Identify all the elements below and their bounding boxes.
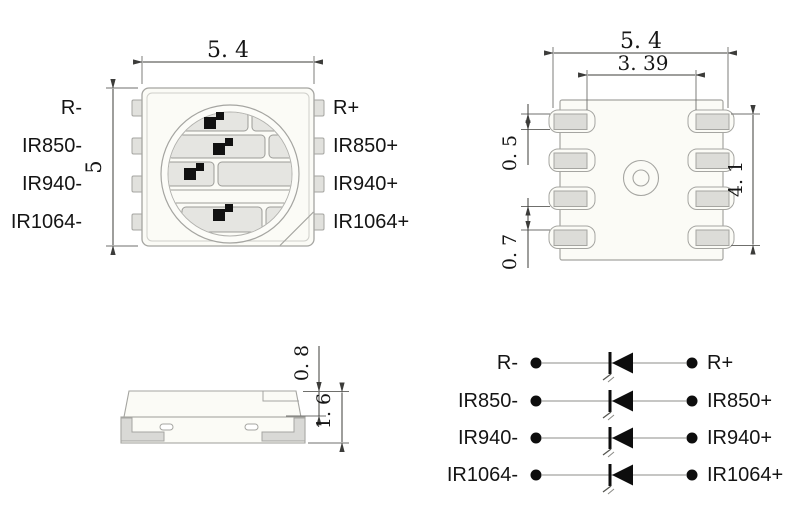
schematic-row-3: IR940- IR940+ (458, 427, 772, 458)
die-bondpad-1 (216, 112, 224, 120)
side-view-foot-left (120, 417, 165, 442)
side-view: 0. 8 1. 6 (120, 345, 349, 452)
side-view-slot-1 (159, 423, 174, 431)
top-view-pin-labels: R- IR850- IR940- IR1064- R+ IR850+ IR940… (11, 97, 409, 233)
terminal-dot (530, 432, 542, 444)
center-mark-inner (632, 169, 650, 187)
total-height-label: 1. 6 (313, 393, 335, 429)
top-view-height-label: 5 (82, 160, 106, 173)
pin-label-r-pos: R+ (333, 97, 359, 119)
pad-left-3 (553, 190, 588, 207)
top-view: 5. 4 5 (11, 38, 409, 255)
pin-label-ir850-neg: IR850- (22, 135, 82, 157)
solder-pads (548, 109, 735, 249)
die-chip-4 (213, 209, 225, 221)
terminal-dot (530, 469, 542, 481)
diode-symbol-2 (602, 390, 633, 421)
terminal-dot (686, 395, 698, 407)
die-bondpad-4 (225, 204, 233, 212)
terminal-dot (530, 395, 542, 407)
diode-symbol-3 (602, 427, 633, 458)
pin-label-ir940-neg: IR940- (22, 173, 82, 195)
pad-right-2 (695, 152, 730, 169)
top-view-width-label: 5. 4 (207, 38, 249, 63)
schematic-label-ir940-pos: IR940+ (707, 427, 772, 449)
die-chip-1 (204, 117, 216, 129)
pad-view-pad-gap-dimension: 0. 7 (499, 198, 550, 270)
center-mark-outer (622, 159, 660, 197)
pin-label-ir850-pos: IR850+ (333, 135, 398, 157)
side-view-total-height-dimension: 1. 6 (303, 382, 349, 452)
diode-symbol-4 (602, 464, 633, 495)
die-chip-2 (213, 143, 225, 155)
schematic-row-2: IR850- IR850+ (458, 390, 772, 421)
top-view-lens (160, 104, 300, 244)
schematic-row-4: IR1064- IR1064+ (447, 464, 783, 495)
side-view-foot-right (261, 417, 306, 442)
side-view-lens-body (123, 390, 302, 418)
pad-view-inner-width-dimension: 3. 39 (578, 51, 705, 110)
pad-gap-label: 0. 7 (499, 234, 521, 270)
schematic-row-1: R- R+ (497, 352, 733, 383)
pad-view-pad-height-dimension: 0. 5 (499, 104, 550, 171)
led-dies (184, 112, 233, 221)
pad-left-4 (553, 229, 588, 246)
schematic-label-r-neg: R- (497, 352, 518, 374)
schematic-label-ir850-neg: IR850- (458, 390, 518, 412)
top-view-height-dimension: 5 (82, 79, 138, 255)
side-view-lens-height-dimension: 0. 8 (286, 345, 326, 426)
pad-view-inner-width-label: 3. 39 (618, 51, 669, 75)
pad-right-1 (695, 113, 730, 130)
schematic-label-ir940-neg: IR940- (458, 427, 518, 449)
pin-label-r-neg: R- (61, 97, 82, 119)
pad-view-pad-span-dimension: 4. 1 (725, 105, 760, 255)
terminal-dot (686, 432, 698, 444)
schematic-label-ir1064-neg: IR1064- (447, 464, 518, 486)
die-chip-3 (184, 168, 196, 180)
terminal-dot (686, 469, 698, 481)
side-view-notch (262, 391, 299, 402)
die-bondpad-3 (196, 163, 204, 171)
pad-right-4 (695, 229, 730, 246)
pin-label-ir940-pos: IR940+ (333, 173, 398, 195)
schematic: R- R+ IR850- IR850+ (447, 352, 783, 495)
pad-view: 5. 4 3. 39 0. 5 0. 7 (499, 29, 760, 270)
die-bondpad-2 (225, 138, 233, 146)
pin-label-ir1064-neg: IR1064- (11, 211, 82, 233)
lens-height-label: 0. 8 (291, 345, 313, 381)
pin1-chamfer-mark (279, 211, 314, 246)
pad-left-1 (553, 113, 588, 130)
schematic-label-ir1064-pos: IR1064+ (707, 464, 783, 486)
pad-view-body (559, 99, 724, 261)
pad-view-width-dimension: 5. 4 (544, 29, 737, 108)
terminal-dot (686, 357, 698, 369)
schematic-label-ir850-pos: IR850+ (707, 390, 772, 412)
side-view-slot-2 (244, 423, 259, 431)
pad-left-2 (553, 152, 588, 169)
schematic-label-r-pos: R+ (707, 352, 733, 374)
pad-span-label: 4. 1 (725, 161, 747, 197)
top-view-width-dimension: 5. 4 (133, 38, 323, 84)
pin-label-ir1064-pos: IR1064+ (333, 211, 409, 233)
diode-symbol-1 (602, 352, 633, 383)
pad-view-width-label: 5. 4 (620, 29, 662, 54)
pad-right-3 (695, 190, 730, 207)
pad-height-label: 0. 5 (499, 135, 521, 171)
terminal-dot (530, 357, 542, 369)
